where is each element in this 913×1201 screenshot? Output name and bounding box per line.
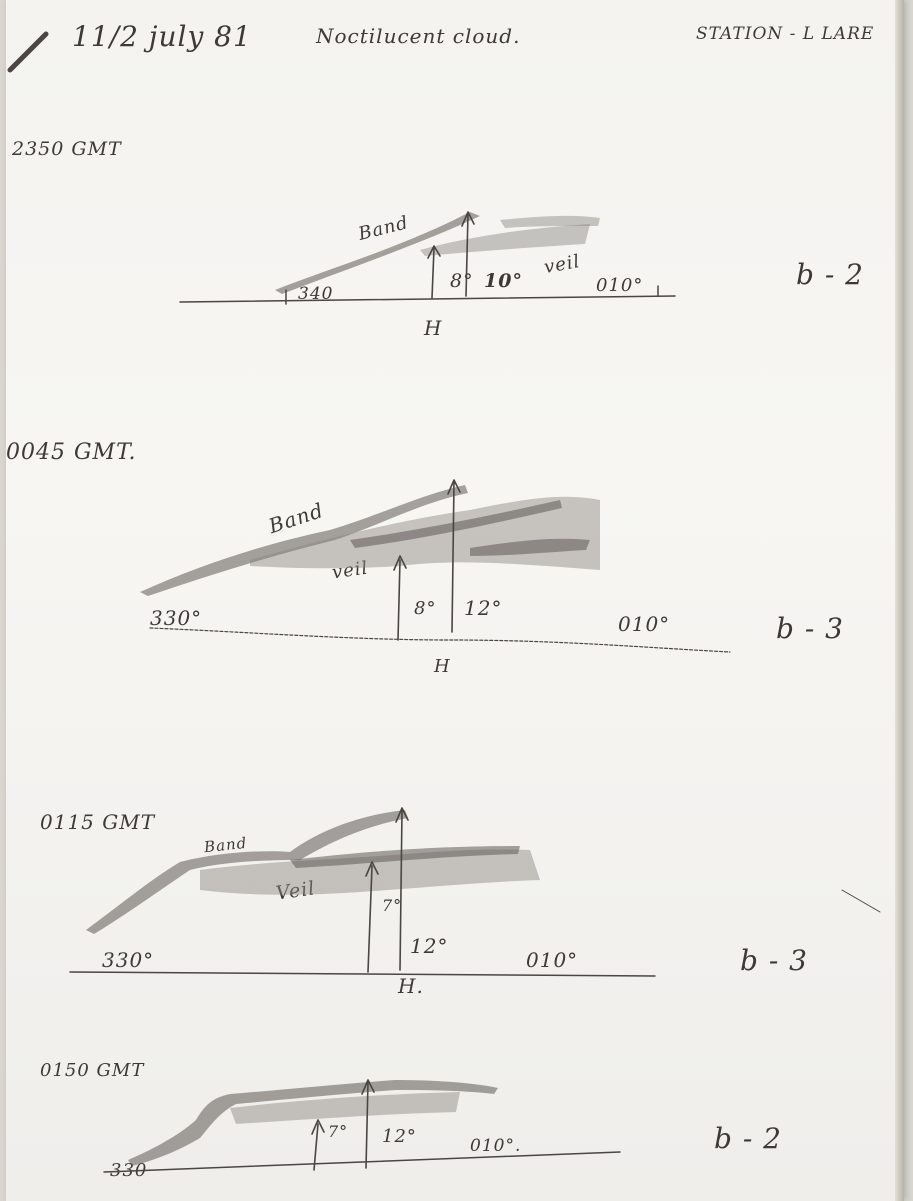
sketch-2-time: 0045 GMT. (6, 440, 137, 465)
sketch-1-time: 2350 GMT (12, 138, 122, 160)
sketch-2-arrow-a (393, 555, 407, 641)
sketch-4-elev-b: 12° (382, 1126, 417, 1147)
sketch-3-veil (200, 849, 540, 895)
sketch-1-veil-upper (500, 215, 600, 228)
sketch-3-left-azimuth: 330° (102, 948, 155, 972)
sketch-1-drawing (179, 211, 676, 305)
sketch-4-elev-a: 7° (328, 1122, 349, 1141)
sketch-2-arrow-b (447, 479, 461, 633)
sketch-2-elev-b: 12° (464, 596, 503, 620)
page-edge (895, 0, 904, 1201)
sketch-3-drawing (69, 807, 881, 977)
header-date: 11/2 july 81 (72, 20, 252, 53)
sketch-1-horizon (179, 295, 676, 303)
sketch-1-arrow-a (427, 245, 441, 299)
sketch-2-drawing (140, 479, 731, 653)
sketch-1-code: b - 2 (796, 258, 864, 291)
sketch-2-horizon (149, 627, 731, 653)
sketch-3-elev-a: 7° (382, 896, 403, 915)
sketch-2-left-azimuth: 330° (150, 606, 203, 630)
sketch-4-time: 0150 GMT (40, 1060, 145, 1081)
sketch-4-code: b - 2 (714, 1122, 782, 1155)
sketch-2-code: b - 3 (776, 612, 844, 645)
sketch-2-right-azimuth: 010° (618, 612, 671, 636)
sketch-2-band (140, 485, 468, 596)
sketch-3-band (86, 810, 408, 934)
sketch-4-veil (230, 1092, 460, 1124)
sketch-3-streak (290, 846, 520, 868)
sketch-3-code: b - 3 (740, 944, 808, 977)
sketch-1-h-mark: H (424, 316, 443, 340)
sketch-3-edge-mark (841, 889, 881, 913)
sketch-2-h-mark: H (434, 656, 451, 677)
sketch-1-elev-b: 10° (484, 270, 523, 292)
sketch-3-time: 0115 GMT (40, 810, 156, 834)
sketch-3-right-azimuth: 010° (526, 948, 579, 972)
header-station: STATION - L LARE (696, 24, 875, 44)
sketch-4-right-azimuth: 010°. (470, 1136, 522, 1156)
sketch-3-arrow-a (365, 861, 379, 973)
sketch-2-elev-a: 8° (414, 598, 437, 619)
sketch-4-horizon (103, 1151, 621, 1173)
sketch-1-right-azimuth: 010° (596, 275, 644, 296)
sketch-3-h-mark: H. (398, 974, 424, 998)
sketch-2-streak-2 (470, 538, 590, 556)
sketch-4-band (128, 1080, 498, 1166)
corner-stroke (7, 31, 49, 73)
notebook-page: 11/2 july 81 Noctilucent cloud. STATION … (6, 0, 904, 1201)
sketch-4-arrow-a (311, 1119, 325, 1171)
sketch-2-streak-1 (350, 500, 562, 548)
header-subject: Noctilucent cloud. (316, 24, 521, 48)
sketch-1-veil (420, 224, 590, 256)
sketch-3-elev-b: 12° (410, 934, 449, 958)
sketch-1-band (275, 212, 480, 294)
sketch-1-left-azimuth: 340 (298, 284, 334, 304)
sketch-4-arrow-b (361, 1079, 375, 1169)
sketch-4-drawing (103, 1079, 621, 1173)
sketch-3-horizon (69, 971, 656, 977)
sketch-3-arrow-b (395, 807, 409, 971)
sketch-1-arrow-b (461, 211, 475, 297)
